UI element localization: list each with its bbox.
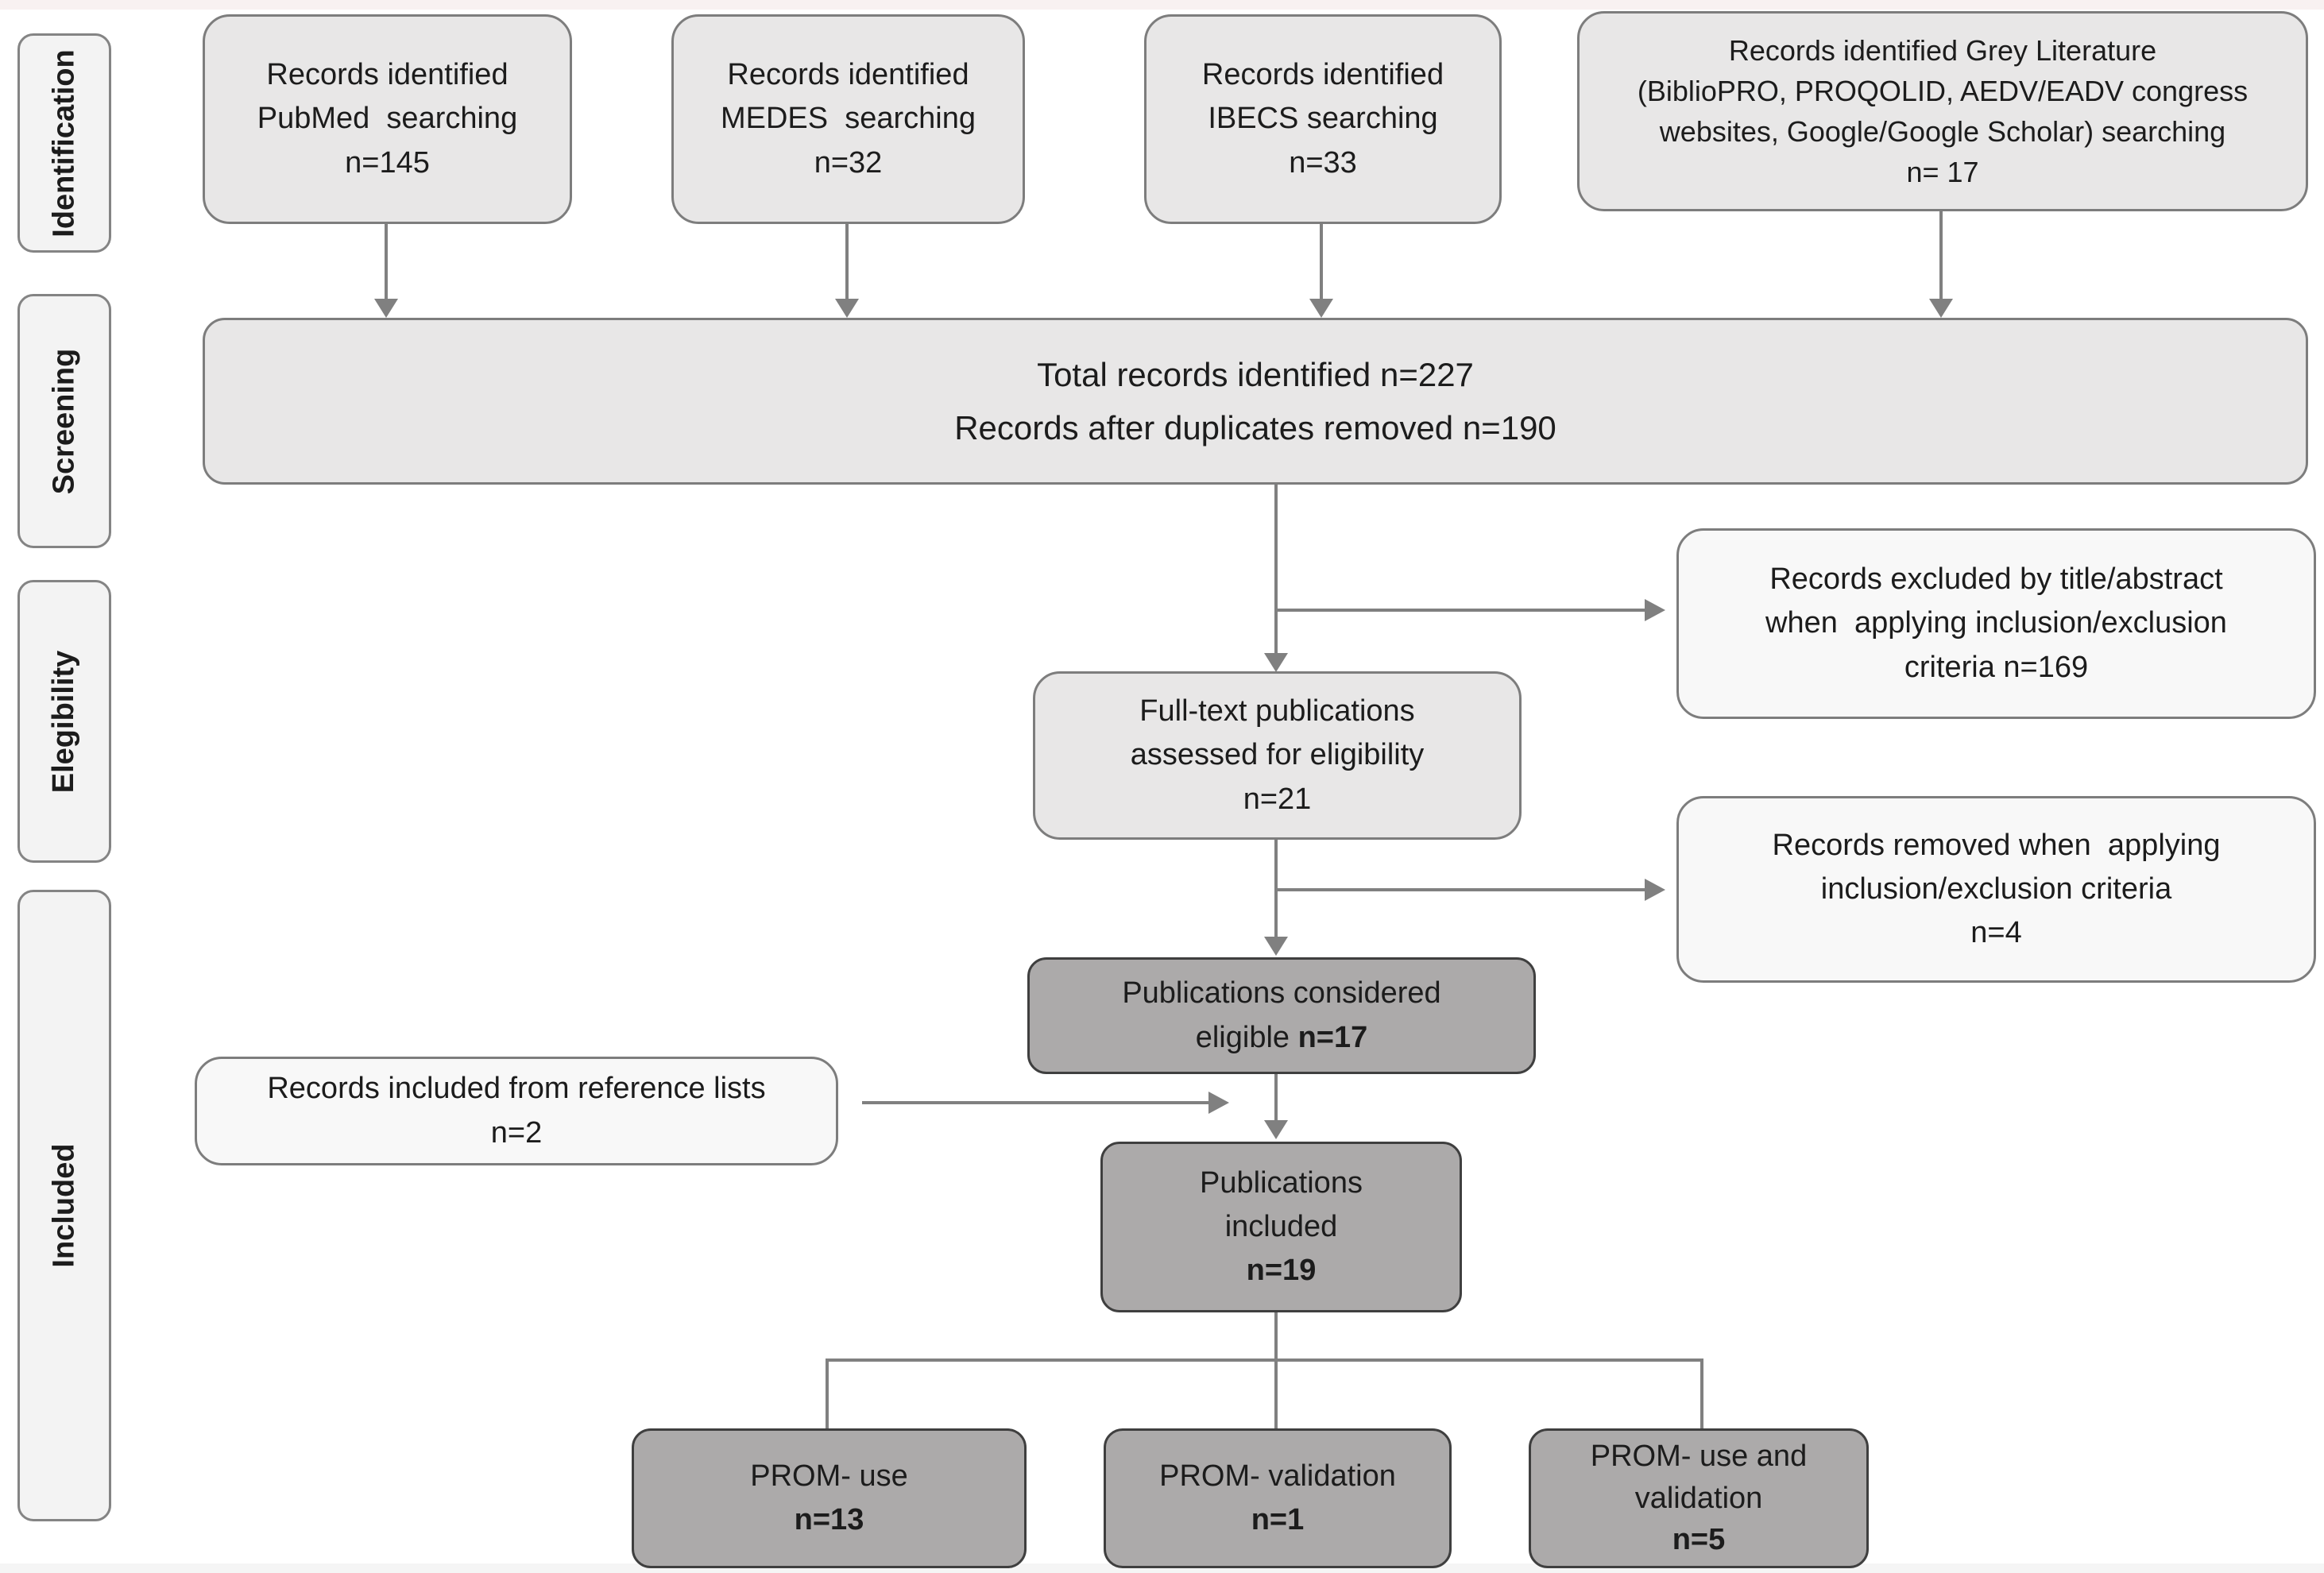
box-records-ibecs-line2: IBECS searching [1208, 102, 1438, 136]
box-fulltext-line1: Full-text publications [1139, 694, 1415, 729]
arrowhead-medes-to-total [835, 299, 859, 318]
stage-screening: Screening [17, 294, 111, 548]
connector-branch-to-removed [1276, 888, 1646, 891]
box-records-ibecs-count: n=33 [1289, 145, 1357, 180]
box-records-medes-line1: Records identified [727, 58, 969, 92]
box-reflists-line1: Records included from reference lists [267, 1072, 766, 1106]
box-removed-line1: Records removed when applying [1772, 828, 2221, 862]
box-fulltext-line2: assessed for eligibility [1130, 738, 1425, 772]
box-excluded-line2: when applying inclusion/exclusion [1765, 606, 2227, 640]
connector-eligible-to-included [1274, 1074, 1278, 1123]
connector-included-to-prom-validation [1274, 1312, 1278, 1428]
box-fulltext-count: n=21 [1243, 782, 1312, 816]
box-prom-use-validation-count: n=5 [1672, 1523, 1726, 1557]
arrowhead-branch-to-excluded [1645, 599, 1665, 621]
connector-pubmed-to-total [385, 224, 388, 300]
box-excluded-line3: criteria n=169 [1904, 650, 2089, 684]
box-records-pubmed-count: n=145 [345, 145, 430, 180]
box-records-grey-line2: (BiblioPRO, PROQOLID, AEDV/EADV congress [1637, 74, 2249, 107]
arrowhead-total-to-fulltext [1264, 653, 1288, 672]
connector-drop-prom-use-validation [1700, 1358, 1703, 1428]
box-prom-validation-count: n=1 [1251, 1503, 1305, 1536]
box-included-count: n=19 [1246, 1254, 1317, 1288]
box-total-records-line2: Records after duplicates removed n=190 [954, 409, 1556, 446]
box-excluded-title-abstract: Records excluded by title/abstract when … [1676, 528, 2316, 719]
stage-identification: Identification [17, 33, 111, 253]
box-eligible-line1: Publications considered [1122, 976, 1441, 1011]
stage-screening-label: Screening [47, 348, 81, 494]
connector-branch-to-excluded [1276, 609, 1646, 612]
box-prom-validation-line1: PROM- validation [1159, 1459, 1396, 1493]
arrowhead-grey-to-total [1929, 299, 1953, 318]
connector-medes-to-total [845, 224, 849, 300]
box-eligible-count: n=17 [1297, 1020, 1368, 1054]
box-reflists-count: n=2 [490, 1115, 543, 1150]
box-records-pubmed-line2: PubMed searching [257, 102, 518, 136]
box-included-line1: Publications [1200, 1165, 1363, 1200]
box-total-records: Total records identified n=227 Records a… [203, 318, 2308, 485]
box-publications-eligible: Publications considered eligible n=17 [1027, 957, 1536, 1074]
arrowhead-pubmed-to-total [374, 299, 398, 318]
box-records-grey-count: n= 17 [1906, 156, 1979, 189]
connector-reflists-to-included [862, 1101, 1210, 1104]
box-records-grey-literature: Records identified Grey Literature (Bibl… [1577, 11, 2308, 211]
box-records-ibecs-line1: Records identified [1201, 58, 1444, 92]
arrowhead-branch-to-removed [1645, 879, 1665, 901]
box-prom-use: PROM- use n=13 [632, 1428, 1027, 1568]
box-records-ibecs: Records identified IBECS searching n=33 [1144, 14, 1502, 224]
stage-eligibility-label: Elegibility [47, 650, 81, 793]
box-excluded-line1: Records excluded by title/abstract [1769, 562, 2223, 597]
box-prom-use-validation: PROM- use and validation n=5 [1529, 1428, 1869, 1568]
box-removed-count: n=4 [1970, 916, 2022, 950]
box-records-medes-line2: MEDES searching [720, 102, 976, 136]
box-records-medes-count: n=32 [814, 145, 883, 180]
arrowhead-fulltext-to-eligible [1264, 937, 1288, 956]
box-total-records-line1: Total records identified n=227 [1037, 355, 1474, 393]
box-eligible-line2: eligible n=17 [1196, 1016, 1368, 1060]
box-reference-lists: Records included from reference lists n=… [195, 1057, 838, 1165]
arrowhead-reflists-to-included [1208, 1092, 1229, 1114]
connector-prom-distributor [826, 1358, 1703, 1362]
box-records-grey-line3: websites, Google/Google Scholar) searchi… [1659, 115, 2226, 148]
top-edge-strip [0, 0, 2324, 10]
stage-included-label: Included [47, 1143, 81, 1268]
box-included-line2: included [1224, 1209, 1338, 1243]
box-records-medes: Records identified MEDES searching n=32 [671, 14, 1025, 224]
connector-drop-prom-use [826, 1358, 829, 1428]
box-eligible-line2-text: eligible [1195, 1020, 1290, 1054]
connector-grey-to-total [1939, 211, 1943, 300]
box-prom-validation: PROM- validation n=1 [1104, 1428, 1452, 1568]
box-removed-criteria: Records removed when applying inclusion/… [1676, 796, 2316, 983]
box-removed-line2: inclusion/exclusion criteria [1820, 872, 2172, 906]
box-prom-use-line1: PROM- use [750, 1459, 908, 1493]
box-records-pubmed-line1: Records identified [266, 58, 508, 92]
box-prom-use-validation-line1: PROM- use and [1590, 1440, 1808, 1474]
stage-included: Included [17, 890, 111, 1521]
box-records-pubmed: Records identified PubMed searching n=14… [203, 14, 572, 224]
arrowhead-ibecs-to-total [1309, 299, 1333, 318]
box-prom-use-count: n=13 [794, 1503, 864, 1536]
box-prom-use-validation-line2: validation [1634, 1481, 1763, 1515]
box-publications-included: Publications included n=19 [1100, 1142, 1462, 1312]
connector-total-to-fulltext [1274, 485, 1278, 656]
stage-eligibility: Elegibility [17, 580, 111, 863]
connector-ibecs-to-total [1320, 224, 1323, 300]
stage-identification-label: Identification [47, 48, 81, 238]
arrowhead-eligible-to-included [1264, 1120, 1288, 1139]
box-records-grey-line1: Records identified Grey Literature [1728, 33, 2157, 67]
box-fulltext-assessed: Full-text publications assessed for elig… [1033, 671, 1522, 840]
